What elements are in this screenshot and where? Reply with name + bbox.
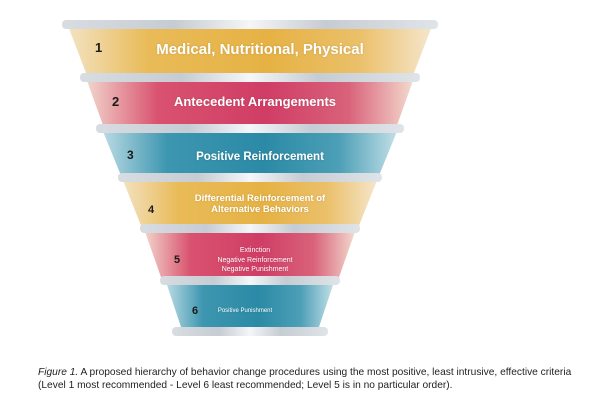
level-5-number: 5 [174,254,181,266]
level-3-label: Positive Reinforcement [196,151,324,163]
level-1-label: Medical, Nutritional, Physical [156,41,364,58]
level-4-label: Differential Reinforcement of Alternativ… [150,193,370,216]
level-5-band [140,224,360,280]
level-2-label: Antecedent Arrangements [173,94,337,109]
figure-caption: Figure 1. A proposed hierarchy of behavi… [38,367,578,392]
caption-prefix: Figure 1. [38,367,79,378]
level-4-band [118,173,382,228]
level-5-label-line-1: Extinction [239,247,271,254]
level-6-label: Positive Punishment [217,308,273,314]
funnel-diagram [62,20,438,336]
level-3-number: 3 [127,148,134,162]
level-2-number: 2 [112,94,120,109]
level-4-number: 4 [148,204,155,216]
level-4-label-line-1: Differential Reinforcement of [194,193,326,204]
level-3-band [96,124,404,178]
level-1-band [62,20,438,78]
caption-text: A proposed hierarchy of behavior change … [38,367,572,391]
level-1-number: 1 [95,40,103,55]
level-5-label: Extinction Negative Reinforcement Negati… [180,246,330,275]
level-4-label-line-2: Alternative Behaviors [211,203,309,215]
level-6-band [160,276,340,336]
level-2-band [80,73,420,128]
level-5-label-line-2: Negative Reinforcement [217,256,293,264]
level-5-label-line-3: Negative Punishment [221,266,289,273]
level-6-number: 6 [192,305,199,317]
